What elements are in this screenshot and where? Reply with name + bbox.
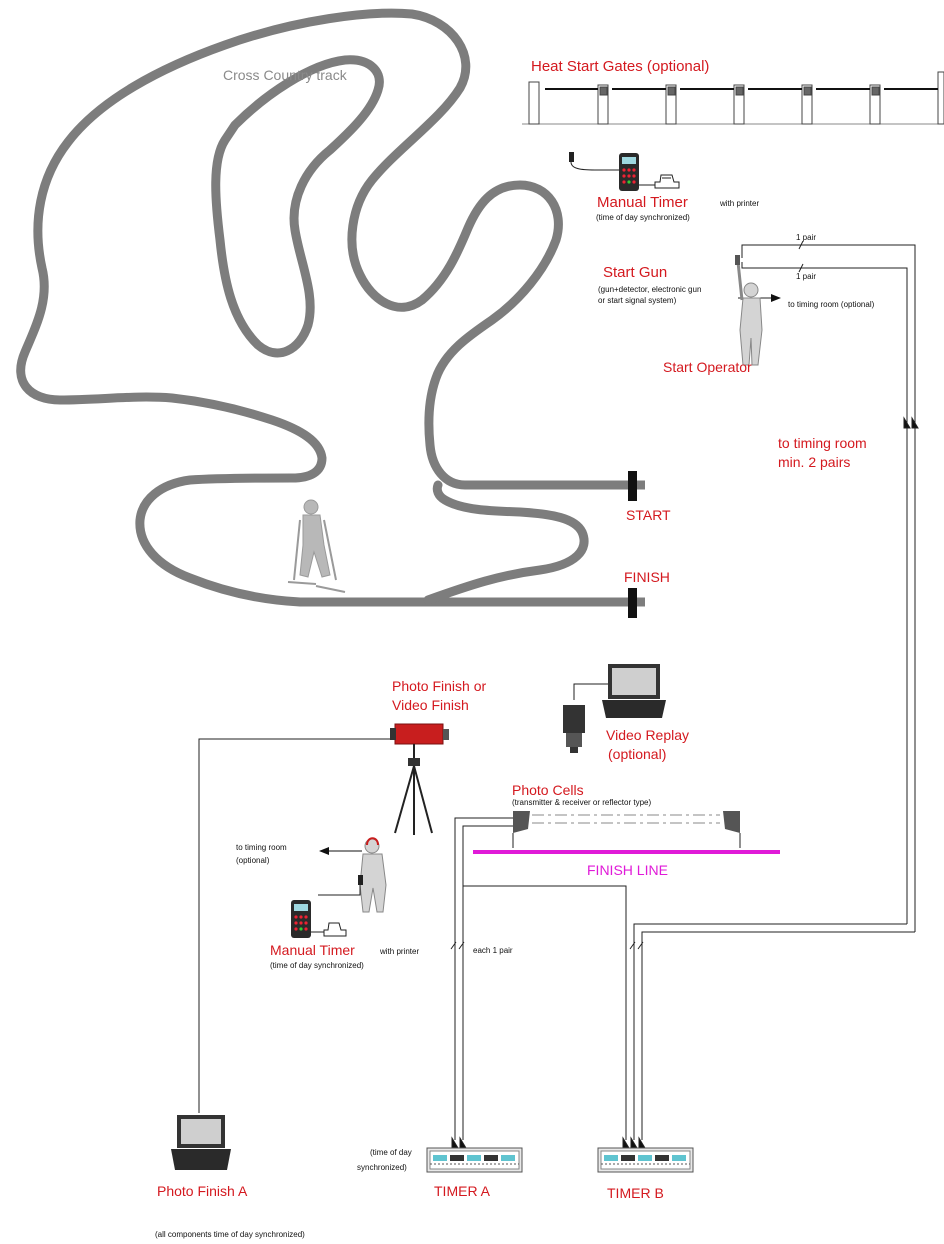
photo-finish-cable	[198, 738, 390, 1113]
photo-finish-camera-icon	[390, 723, 449, 835]
video-replay-label-1: Video Replay	[606, 727, 690, 743]
footnote: (all components time of day synchronized…	[155, 1230, 305, 1239]
to-timing-room-optional-bottom-2: (optional)	[236, 856, 270, 865]
manual-timer-top-icon	[569, 152, 680, 191]
heat-start-gates	[522, 71, 944, 125]
heat-gates-label: Heat Start Gates (optional)	[531, 58, 710, 75]
start-label: START	[626, 507, 671, 523]
each-pair-label: each 1 pair	[473, 946, 513, 955]
tod-sync-timer-a-2: synchronized)	[357, 1163, 407, 1172]
to-timing-room-main-2: min. 2 pairs	[778, 454, 851, 470]
tod-sync-top: (time of day synchronized)	[596, 213, 690, 222]
photo-cells-label: Photo Cells	[512, 782, 584, 798]
timer-b-device	[597, 1147, 694, 1173]
track-title: Cross Country track	[223, 67, 347, 83]
photo-cells-icon	[512, 811, 741, 848]
tod-sync-bottom: (time of day synchronized)	[270, 961, 364, 970]
video-replay-icon	[563, 664, 666, 753]
tod-sync-timer-a-1: (time of day	[370, 1148, 412, 1157]
photo-finish-label-2: Video Finish	[392, 697, 469, 713]
photo-finish-a-label: Photo Finish A	[157, 1183, 248, 1199]
start-operator-label: Start Operator	[663, 359, 752, 375]
start-gun-desc-2: or start signal system)	[598, 296, 677, 305]
pair-label-1: 1 pair	[796, 233, 817, 242]
start-operator-icon	[735, 255, 763, 366]
photo-finish-a-laptop-icon	[171, 1115, 231, 1170]
with-printer-top: with printer	[720, 199, 760, 208]
pair-label-2: 1 pair	[796, 272, 817, 281]
finish-post	[628, 588, 637, 618]
start-post	[628, 471, 637, 501]
manual-timer-top-label: Manual Timer	[597, 194, 688, 211]
manual-timer-bottom-label: Manual Timer	[270, 942, 355, 958]
timer-a-device	[426, 1147, 523, 1173]
timer-b-label: TIMER B	[607, 1185, 664, 1201]
finish-line-label: FINISH LINE	[587, 862, 668, 878]
photo-finish-label-1: Photo Finish or	[392, 678, 487, 694]
photo-cell-wiring	[450, 817, 646, 1149]
to-timing-room-optional-bottom-1: to timing room	[236, 843, 287, 852]
finish-label: FINISH	[624, 569, 670, 585]
with-printer-bottom: with printer	[380, 947, 420, 956]
start-gun-label: Start Gun	[603, 264, 668, 281]
photo-cells-desc: (transmitter & receiver or reflector typ…	[512, 798, 652, 807]
video-replay-label-2: (optional)	[608, 746, 667, 762]
cross-country-track	[16, 8, 645, 607]
skier-icon	[287, 499, 346, 593]
start-gun-desc-1: (gun+detector, electronic gun	[598, 285, 702, 294]
to-timing-room-main-1: to timing room	[778, 435, 867, 451]
timer-a-label: TIMER A	[434, 1183, 491, 1199]
finish-operator-icon	[359, 837, 387, 913]
start-gun-wiring	[633, 240, 919, 1140]
manual-timer-bottom-icon	[291, 875, 363, 938]
to-timing-room-optional-top: to timing room (optional)	[788, 300, 875, 309]
